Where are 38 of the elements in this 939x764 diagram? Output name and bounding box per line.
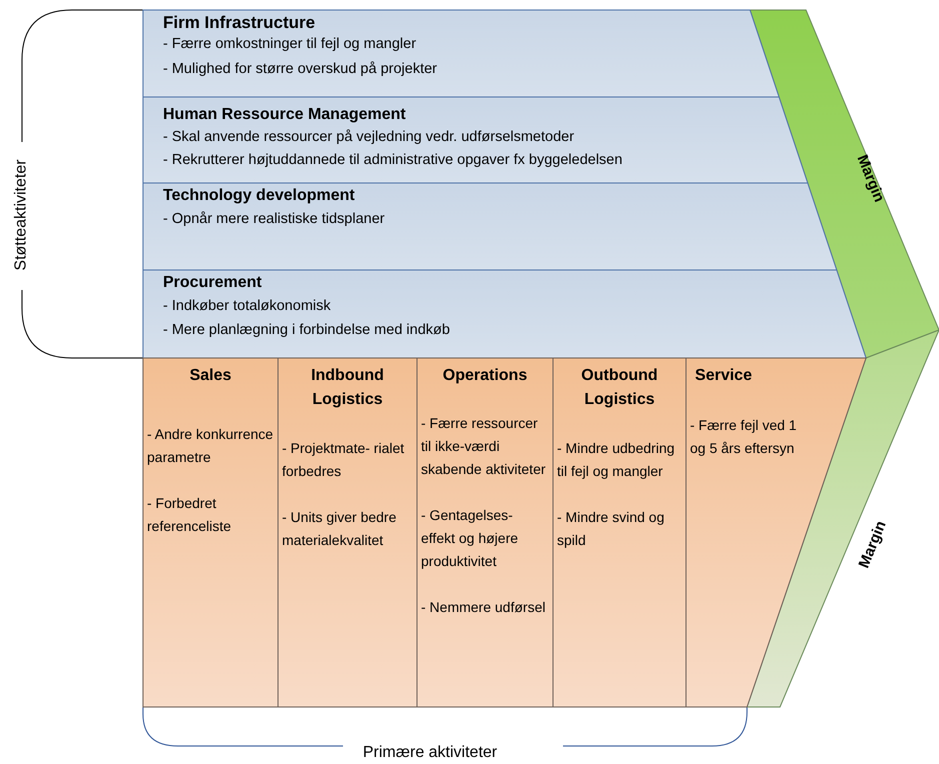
section-heading: Sales [188,366,232,386]
bullet-text: - Projektmate- rialet forbedres [282,439,406,481]
bullet-text: - Færre fejl ved 1 og 5 års eftersyn [690,416,798,458]
bullet-text: - Mulighed for større overskud på projekter [163,61,437,77]
bullet-text: - Gentagelses- effekt og højere produktivitet [421,506,520,571]
bullet-text: - Opnår mere realistiske tidsplaner [163,211,385,227]
bullet-text: - Nemmere udførsel [421,598,546,617]
primary-activity-column [278,358,417,707]
support-activity-band [143,97,808,183]
bullet-text: - Færre omkostninger til fejl og mangler [163,36,416,52]
bullet-text: - Mindre udbedring til fejl og mangler [557,439,676,481]
section-heading: Indbound Logistics [310,366,385,410]
bullet-text: - Mindre svind og spild [557,508,666,550]
bracket-label: Støtteaktiviteter [13,159,31,271]
bullet-text: - Skal anvende ressourcer på vejledning vedr. udførselsmetoder [163,129,574,145]
primary-activity-column [143,358,278,707]
bullet-text: - Rekrutterer højtuddannede til administrative opgaver fx byggeledelsen [163,152,622,168]
support-activity-band [143,10,779,97]
support-activity-band [143,183,837,270]
bullet-text: - Færre ressourcer til ikke-værdi skabende aktiviteter [421,414,547,479]
primary-activity-column [553,358,686,707]
bullet-text: - Indkøber totaløkonomisk [163,298,331,314]
section-heading: Service [694,366,753,386]
section-heading: Technology development [163,187,355,205]
bullet-text: - Mere planlægning i forbindelse med indkøb [163,322,450,338]
bullet-text: - Units giver bedre materialekvalitet [282,508,398,550]
margin-label: Margin [854,152,888,204]
section-heading: Operations [442,366,528,386]
support-activity-band [143,270,866,358]
bullet-text: - Forbedret referenceliste [147,494,232,536]
bullet-text: - Andre konkurrence parametre [147,425,274,467]
margin-band [750,10,939,358]
section-heading: Human Ressource Management [163,106,406,124]
section-heading: Outbound Logistics [580,366,659,410]
bracket-label: Primære aktiviteter [362,744,498,762]
section-heading: Firm Infrastructure [163,13,316,33]
section-heading: Procurement [163,274,262,292]
primary-activity-column [417,358,553,707]
